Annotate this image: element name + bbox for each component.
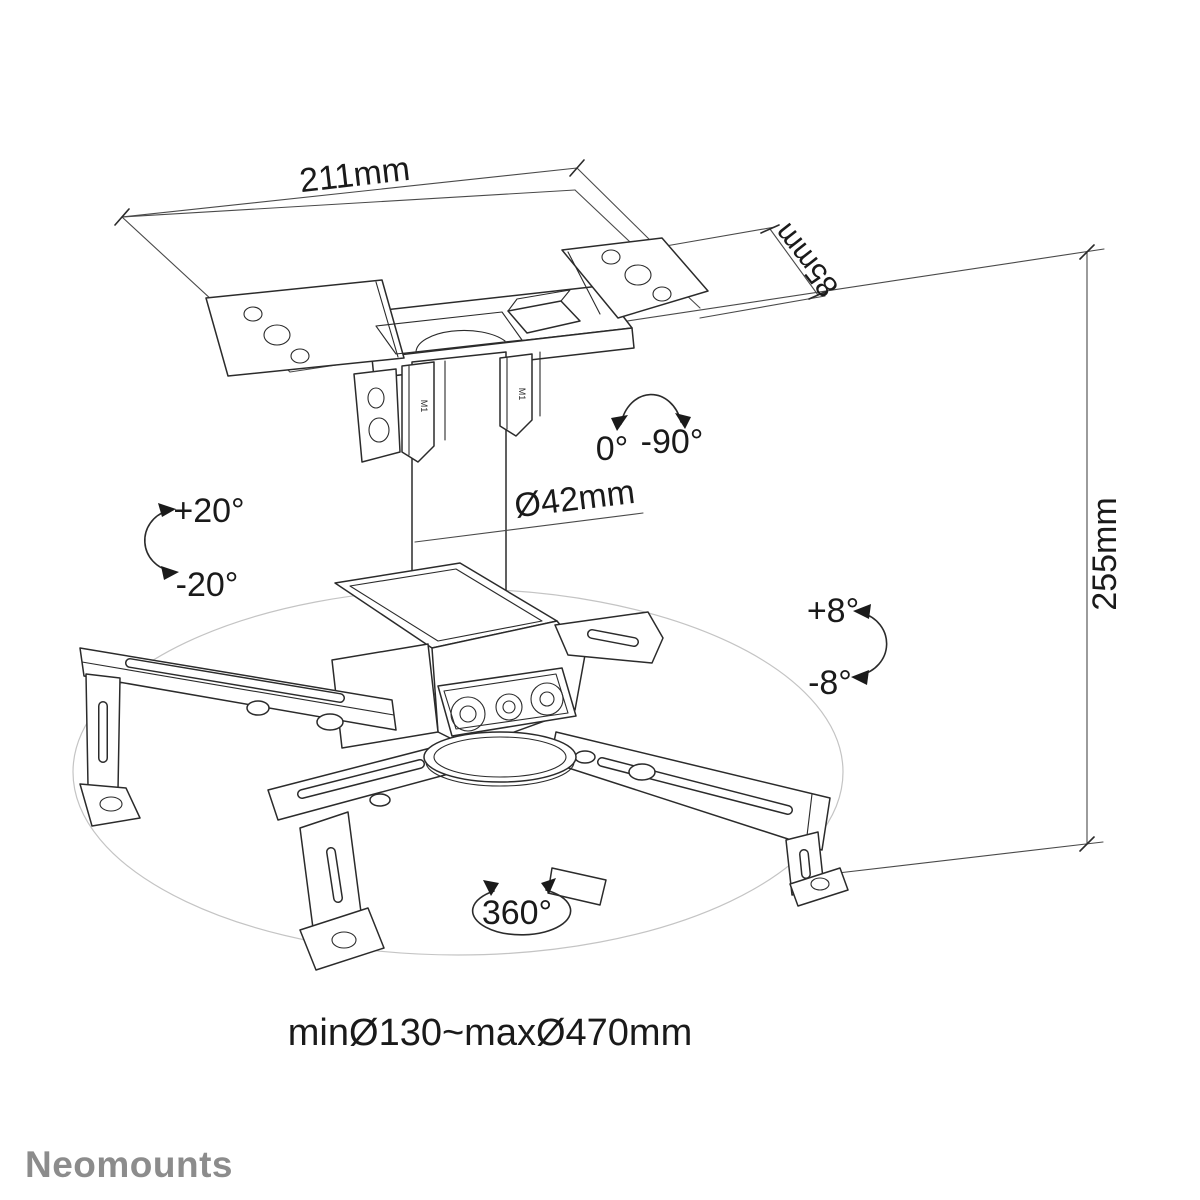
ceiling-plate [205, 237, 709, 463]
angle-fold-start-label: 0° [596, 430, 629, 468]
dim-plate-width-label: 211mm [298, 150, 412, 200]
dim-drop-height [837, 244, 1104, 874]
brand-logo: Neomounts [25, 1144, 233, 1185]
angle-swivel-up-label: +20° [173, 492, 244, 530]
mounting-pole: M1 M1 [401, 351, 541, 605]
foot-bracket-right [785, 831, 849, 907]
rotation-arc-arrow [471, 878, 572, 936]
dim-drop-height-label: 255mm [1086, 497, 1124, 610]
swivel-ring [423, 731, 577, 787]
ceiling-clamp-bracket [353, 368, 401, 463]
dim-tube-diameter [414, 512, 644, 543]
spider-arm-front-stub [547, 867, 607, 906]
dim-plate-depth [659, 224, 828, 319]
dim-tube-diameter-label: Ø42mm [512, 473, 637, 525]
angle-rotation-label: 360° [482, 894, 552, 932]
dim-mount-range-label: minØ130~maxØ470mm [288, 1012, 692, 1054]
fold-arc-arrow [611, 393, 691, 431]
right-ceiling-flange [561, 237, 709, 319]
pole-strap-right [499, 353, 533, 437]
pole-strap-left [401, 361, 435, 463]
dim-plate-width [114, 159, 659, 249]
angle-tilt-up-label: +8° [807, 592, 859, 630]
strap-marking-right: M1 [517, 388, 527, 401]
dim-plate-depth-label: 85mm [768, 217, 845, 303]
left-ceiling-flange [205, 279, 405, 377]
angle-tilt-down-label: -8° [808, 664, 852, 702]
swivel-arc-arrow [144, 503, 179, 580]
strap-marking-left: M1 [419, 400, 429, 413]
angle-swivel-down-label: -20° [176, 566, 239, 604]
foot-bracket-front [299, 811, 385, 971]
spider-arm-right [549, 731, 831, 851]
tilt-knob-plate [437, 667, 577, 737]
spider-arm-left [79, 647, 397, 731]
tilt-arc-arrow [851, 604, 888, 685]
angle-fold-end-label: -90° [641, 423, 704, 461]
foot-bracket-left [79, 673, 141, 827]
